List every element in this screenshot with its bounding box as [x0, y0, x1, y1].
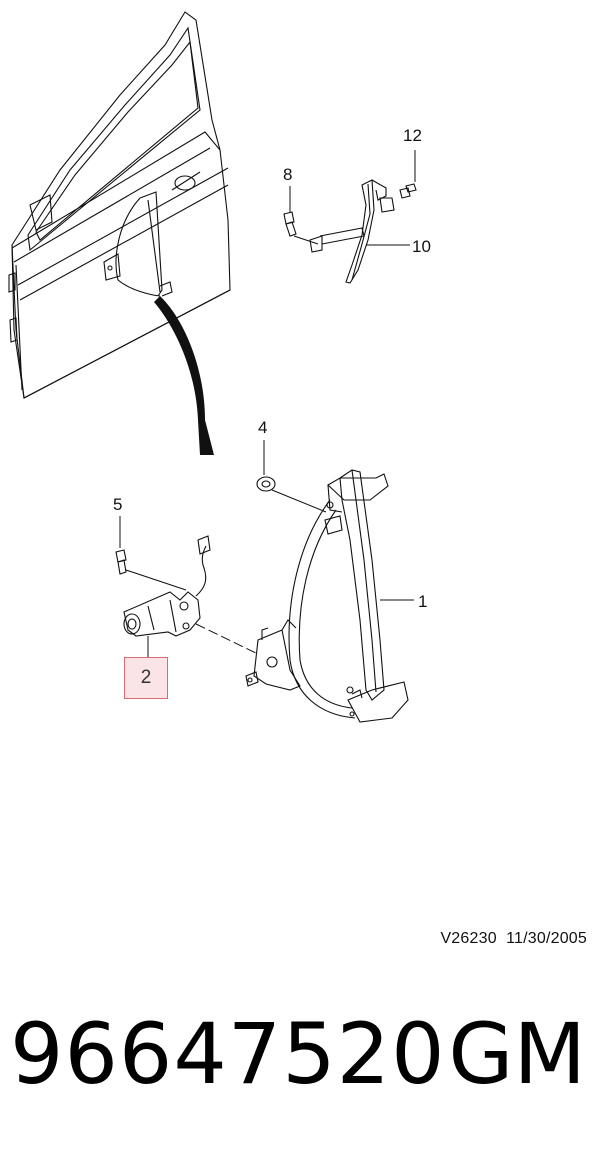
window-regulator-drawing [116, 470, 408, 722]
callout-1: 1 [418, 592, 427, 611]
callout-5: 5 [113, 495, 122, 514]
callout-12: 12 [403, 126, 422, 145]
callout-8: 8 [283, 165, 292, 184]
leader-lines-top [290, 150, 415, 245]
part-number: 96647520 [10, 1005, 446, 1103]
drawing-code: V26230 [440, 930, 497, 947]
callout-2-highlighted[interactable]: 2 [124, 657, 168, 699]
glass-channel-detail [284, 180, 416, 283]
drawing-date: 11/30/2005 [506, 930, 587, 947]
drawing-reference: V26230 11/30/2005 [440, 930, 587, 948]
leader-lines-assembly [120, 440, 414, 658]
brand-label: GM [448, 1005, 586, 1103]
callout-10: 10 [412, 237, 431, 256]
callout-4: 4 [258, 418, 267, 437]
arrow-pointer [154, 296, 214, 455]
front-door-drawing [9, 12, 230, 398]
